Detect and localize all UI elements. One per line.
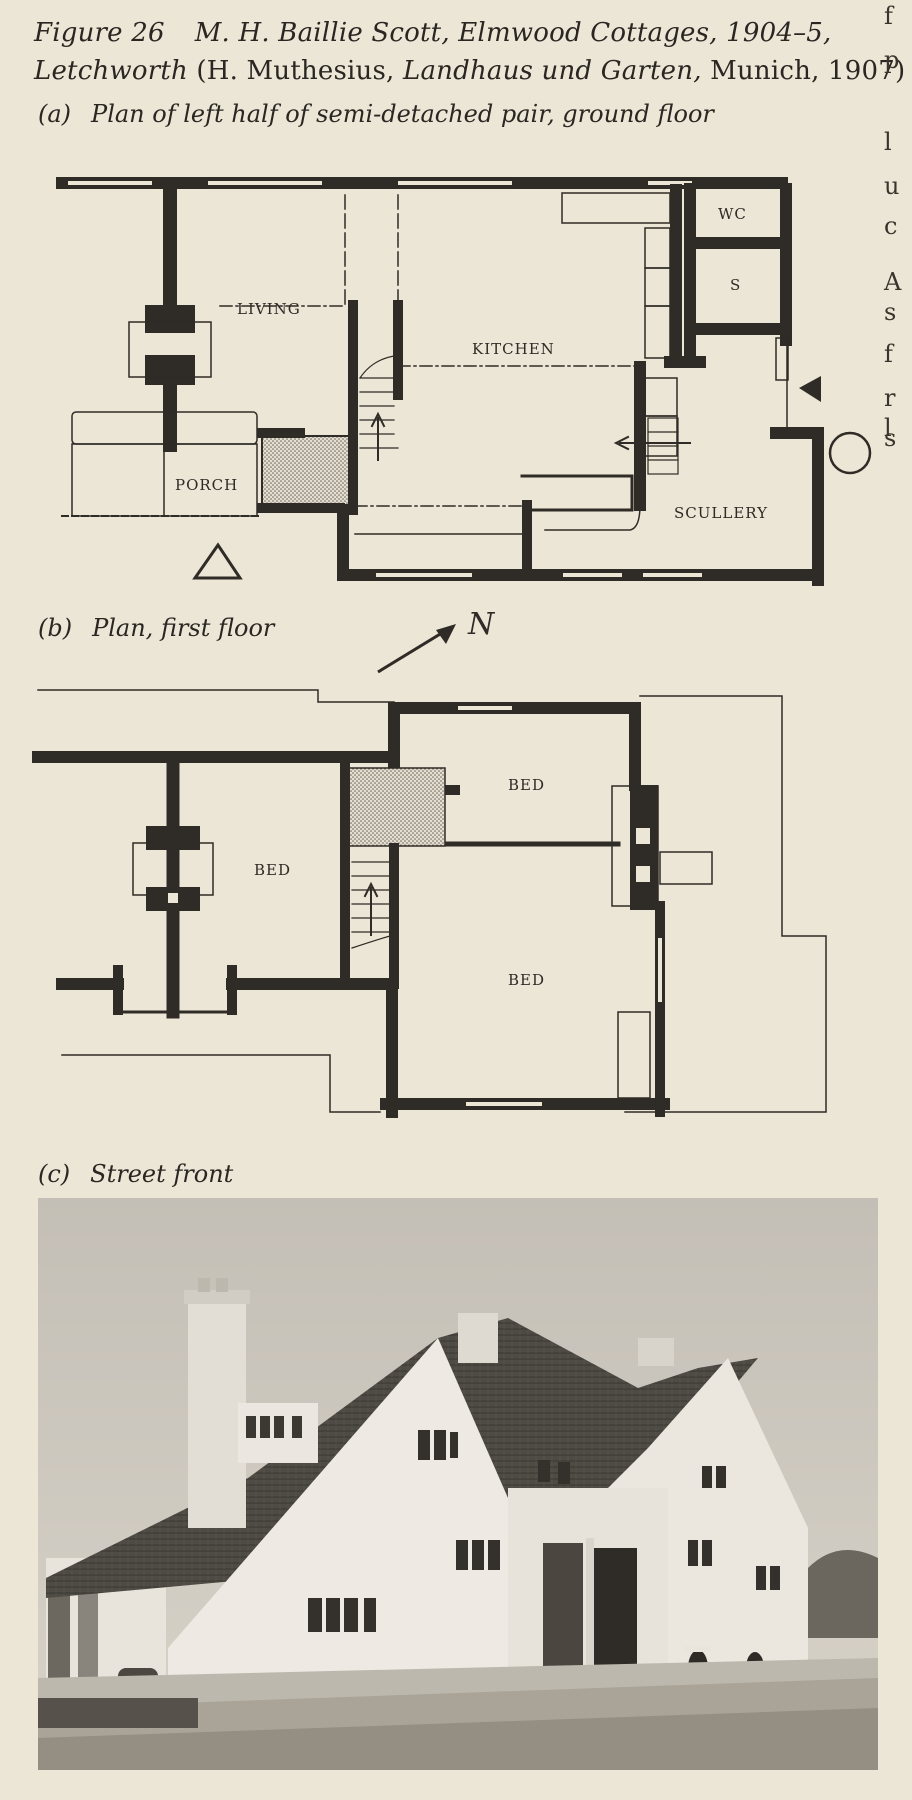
ground-floor-plan: N LIVING KITCHEN PORCH SCULLERY WC S — [56, 177, 872, 674]
ff-neighbour-outline — [37, 689, 395, 703]
panel-a-caption: (a) Plan of left half of semi-detached pa… — [38, 100, 714, 128]
first-floor-plan: BED BED BED — [32, 689, 827, 1118]
gf-chimney-upper — [145, 305, 195, 333]
panel-a-letter: (a) — [38, 100, 72, 128]
gf-living-label: LIVING — [237, 300, 301, 318]
gf-scullery-label: SCULLERY — [674, 504, 768, 522]
gf-kitchen-label: KITCHEN — [472, 340, 555, 358]
ff-landing — [348, 767, 446, 847]
street-front-image — [38, 1198, 878, 1770]
ff-bed-top-label: BED — [508, 776, 545, 794]
caption-place: Letchworth — [34, 56, 188, 86]
figure-caption-line-2: Letchworth (H. Muthesius, Landhaus und G… — [34, 56, 905, 86]
caption-publication: Munich, 1907) — [710, 56, 906, 86]
ff-bed-bottom-label: BED — [508, 971, 545, 989]
gf-service-circle — [828, 431, 872, 475]
panel-a-title: Plan of left half of semi-detached pair,… — [91, 100, 714, 128]
figure-caption-line-1: Figure 26 M. H. Baillie Scott, Elmwood Co… — [34, 18, 832, 48]
gf-s-label: S — [730, 276, 741, 294]
gf-entrance-triangle — [192, 542, 243, 580]
figure-title-line-1: M. H. Baillie Scott, Elmwood Cottages, 1… — [194, 18, 832, 48]
panel-c-letter: (c) — [38, 1160, 71, 1188]
gf-wc-label: WC — [718, 205, 747, 223]
gf-north-arrow — [377, 626, 451, 674]
street-front-photo — [38, 1198, 878, 1770]
gf-porch-label: PORCH — [175, 476, 238, 494]
panel-c-caption: (c) Street front — [38, 1160, 233, 1188]
gf-chimney-lower — [145, 355, 195, 385]
caption-author: (H. Muthesius, — [196, 56, 395, 86]
panel-c-title: Street front — [90, 1160, 234, 1188]
panel-b-letter: (b) — [38, 614, 73, 642]
gf-scullery-step — [647, 417, 679, 475]
figure-number: Figure 26 — [34, 18, 165, 48]
caption-book: Landhaus und Garten, — [402, 56, 702, 86]
gf-north-label: N — [467, 607, 496, 642]
ff-bed-left-label: BED — [254, 861, 291, 879]
ff-stair — [351, 861, 391, 949]
panel-b-title: Plan, first floor — [92, 614, 275, 642]
gf-service-entrance-triangle — [799, 376, 821, 402]
panel-b-caption: (b) Plan, first floor — [38, 614, 274, 642]
